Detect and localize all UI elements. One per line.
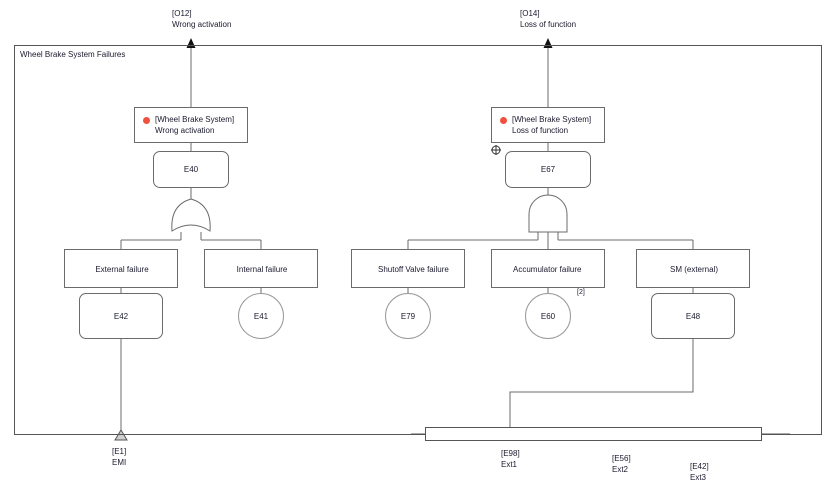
event-id-e41[interactable]: E41 [238,293,284,339]
top-event-wrong-activation[interactable]: [Wheel Brake System] Wrong activation [134,107,248,143]
top-event-loss-of-function[interactable]: [Wheel Brake System] Loss of function [491,107,605,143]
event-label-internal-failure: Internal failure [236,265,288,274]
port-label-e1: [E1] EMI [112,446,126,468]
status-dot-icon [500,117,507,124]
event-label-sm-external: SM (external) [669,265,718,274]
port-id-e56: [E56] [612,454,631,463]
gate-box-e67[interactable]: E67 [505,151,591,188]
port-label-o14: [O14] Loss of function [520,8,576,30]
port-label-e42: [E42] Ext3 [690,461,709,483]
top-event-scope-label: [Wheel Brake System] [512,115,592,124]
gate-box-e40[interactable]: E40 [153,151,229,188]
port-name-e56: Ext2 [612,465,629,474]
top-event-scope-label: [Wheel Brake System] [155,115,235,124]
port-id-e42: [E42] [690,462,709,471]
port-name-e42: Ext3 [690,473,707,482]
port-id-o14: [O14] [520,9,540,18]
port-id-e98: [E98] [501,449,520,458]
port-name-e1: EMI [112,458,127,467]
event-box-shutoff-valve-failure[interactable]: Shutoff Valve failure [351,249,465,288]
multiplicity-badge-e60: [2] [577,289,585,296]
event-id-e48[interactable]: E48 [651,293,735,339]
port-name-e98: Ext1 [501,460,518,469]
port-label-o12: [O12] Wrong activation [172,8,231,30]
port-label-e56: [E56] Ext2 [612,453,631,475]
system-boundary [14,45,822,435]
status-dot-icon [143,117,150,124]
port-id-o12: [O12] [172,9,192,18]
event-id-e79[interactable]: E79 [385,293,431,339]
top-event-name-label: Wrong activation [155,126,215,135]
event-box-accumulator-failure[interactable]: Accumulator failure [491,249,605,288]
port-id-e1: [E1] [112,447,127,456]
event-id-e42[interactable]: E42 [79,293,163,339]
port-name-o12: Wrong activation [172,20,232,29]
event-label-accumulator-failure: Accumulator failure [513,265,582,274]
event-box-sm-external[interactable]: SM (external) [636,249,750,288]
top-event-name-label: Loss of function [512,126,569,135]
port-label-e98: [E98] Ext1 [501,448,520,470]
event-label-external-failure: External failure [95,265,149,274]
event-id-e60[interactable]: E60 [525,293,571,339]
event-box-external-failure[interactable]: External failure [64,249,178,288]
port-name-o14: Loss of function [520,20,577,29]
event-label-shutoff-valve-failure: Shutoff Valve failure [378,265,449,274]
event-box-internal-failure[interactable]: Internal failure [204,249,318,288]
system-boundary-title: Wheel Brake System Failures [20,50,126,59]
external-port-bar [425,427,762,441]
